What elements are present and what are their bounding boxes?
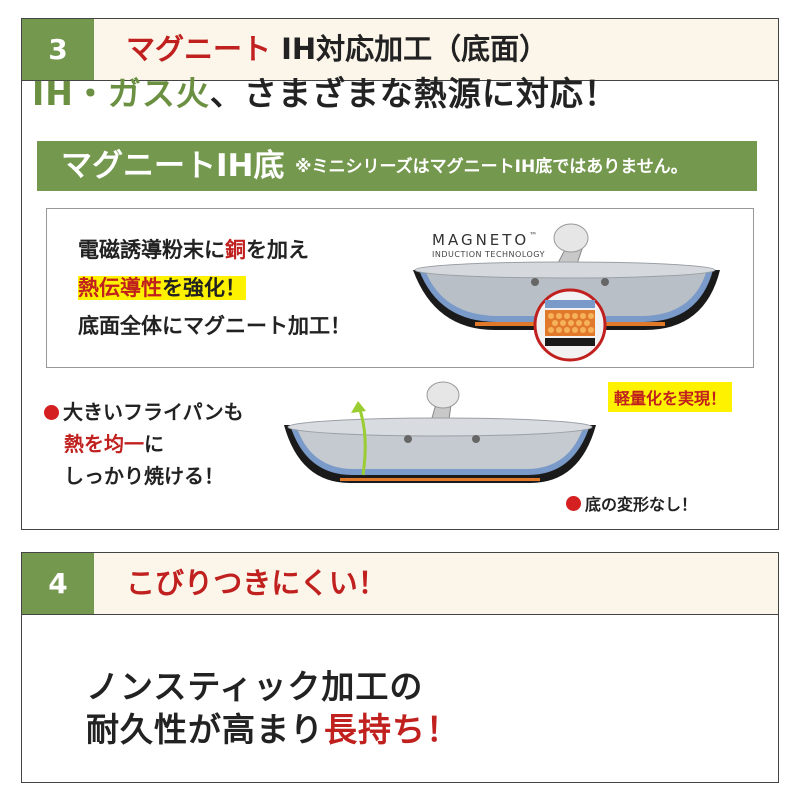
feature-2b: を強化！ xyxy=(162,276,246,300)
section-title: マグニート IH対応加工（底面） xyxy=(126,19,548,80)
feature-box xyxy=(46,208,754,368)
copper-zoom-icon xyxy=(533,288,607,362)
feature-copper: 銅 xyxy=(225,238,246,262)
no-deform-text: 底の変形なし！ xyxy=(585,495,698,514)
section-3-header: 3 マグニート IH対応加工（底面） xyxy=(22,19,778,81)
lightweight-badge: 軽量化を実現！ xyxy=(608,382,733,412)
lower-2-rest: に xyxy=(144,432,164,456)
line-2-text: 耐久性が高まり xyxy=(86,710,324,749)
section-title-highlight: マグニート xyxy=(126,32,272,66)
logo-sub: INDUCTION TECHNOLOGY xyxy=(432,250,545,259)
red-dot-icon xyxy=(566,496,581,511)
no-deformation-note: 底の変形なし！ xyxy=(566,491,697,515)
feature-1c: を加え xyxy=(246,238,309,262)
lower-line-1: 大きいフライパンも xyxy=(44,396,244,425)
banner-title: マグニートIH底 xyxy=(61,148,285,184)
frying-pan-illustration xyxy=(284,381,596,483)
pan-cross-section-illustration xyxy=(413,223,720,362)
section-4-panel: 4 こびりつきにくい！ xyxy=(21,552,779,783)
logo-main: MAGNETO™ xyxy=(432,231,545,249)
logo-text: MAGNETO xyxy=(432,231,530,249)
long-lasting-highlight: 長持ち！ xyxy=(324,710,460,749)
subtitle-green: IH・ガス火 xyxy=(32,74,210,113)
nonstick-line-1: ノンスティック加工の xyxy=(86,667,424,706)
logo-tm: ™ xyxy=(529,231,541,240)
lower-2-highlight: 熱を均一 xyxy=(64,432,144,456)
lower-line-2: 熱を均一に xyxy=(64,428,164,457)
heat-source-subtitle: IH・ガス火、さまざまな熱源に対応！ xyxy=(32,67,618,115)
red-dot-icon xyxy=(44,405,59,420)
feature-line-2: 熱伝導性を強化！ xyxy=(78,272,246,302)
section-number: 3 xyxy=(22,19,94,80)
feature-line-1: 電磁誘導粉末に銅を加え xyxy=(78,234,309,264)
feature-thermal: 熱伝導性 xyxy=(78,276,162,300)
feature-1a: 電磁誘導粉末に xyxy=(78,238,225,262)
banner-note: ※ミニシリーズはマグニートIH底ではありません。 xyxy=(295,157,688,177)
subtitle-rest: 、さまざまな熱源に対応！ xyxy=(209,74,618,113)
feature-line-3: 底面全体にマグニート加工！ xyxy=(78,314,351,338)
magneto-logo: MAGNETO™ INDUCTION TECHNOLOGY xyxy=(432,231,545,259)
section-title: こびりつきにくい！ xyxy=(126,566,387,600)
curved-up-arrow-icon xyxy=(351,401,367,476)
magneto-banner: マグニートIH底 ※ミニシリーズはマグニートIH底ではありません。 xyxy=(37,141,757,191)
lower-1-text: 大きいフライパンも xyxy=(63,400,244,424)
lower-line-3: しっかり焼ける！ xyxy=(64,464,224,488)
section-number: 4 xyxy=(22,553,94,614)
section-title-rest: IH対応加工（底面） xyxy=(271,32,549,66)
section-4-header: 4 こびりつきにくい！ xyxy=(22,553,778,615)
nonstick-line-2: 耐久性が高まり長持ち！ xyxy=(86,703,460,751)
